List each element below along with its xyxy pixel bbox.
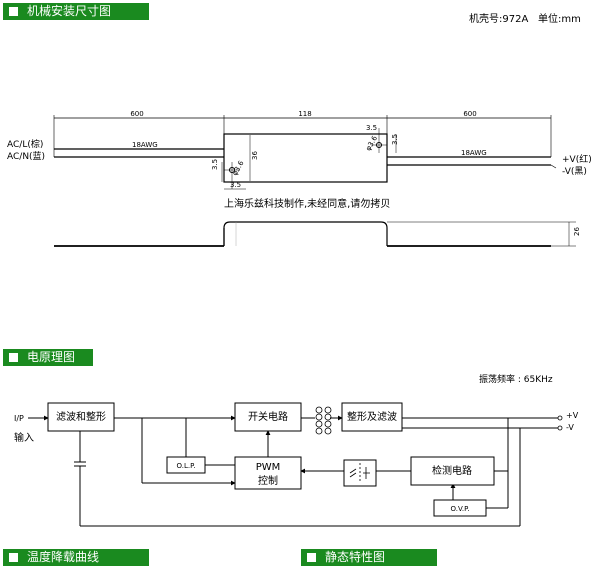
block-pwm-line1: PWM xyxy=(256,462,281,473)
input-n-label: AC/N(蓝) xyxy=(7,150,45,162)
wire-gauge-right: 18AWG xyxy=(461,149,487,157)
mechanical-side-view xyxy=(54,221,576,247)
ip-label: I/P xyxy=(14,414,24,423)
dim-right-vertical: 3.5 xyxy=(391,134,399,145)
block-pwm-line2: 控制 xyxy=(258,474,278,487)
dim-left-length: 600 xyxy=(130,110,143,118)
section-title: 电原理图 xyxy=(27,350,76,364)
section-header-circuit: 电原理图 xyxy=(3,349,93,366)
driver-body-top xyxy=(223,133,388,183)
input-l-label: AC/L(棕) xyxy=(7,138,43,150)
square-bullet-icon xyxy=(9,553,18,562)
section-title: 静态特性图 xyxy=(325,550,386,564)
output-neg-label: -V(黑) xyxy=(562,166,587,177)
output-terminals xyxy=(557,415,563,431)
dim-width: 36 xyxy=(251,151,259,160)
section-header-mechanical: 机械安装尺寸图 xyxy=(3,3,149,20)
case-number: 机壳号:972A xyxy=(469,14,529,25)
transformer-coil-icon xyxy=(315,406,332,435)
wire-gauge-left: 18AWG xyxy=(132,141,158,149)
copyright-notice: 上海乐兹科技制作,未经同意,请勿拷贝 xyxy=(224,197,390,210)
optocoupler-icon xyxy=(349,463,370,483)
dim-right-length: 600 xyxy=(463,110,476,118)
block-ovp: O.V.P. xyxy=(451,505,470,513)
output-pos-label: +V(红) xyxy=(562,153,592,165)
output-neg: -V xyxy=(566,423,574,432)
block-detect: 检测电路 xyxy=(432,464,472,477)
dim-body-length: 118 xyxy=(298,110,311,118)
circuit-blocks xyxy=(47,402,495,517)
square-bullet-icon xyxy=(9,353,18,362)
section-header-static: 静态特性图 xyxy=(301,549,437,566)
unit-label: 单位:mm xyxy=(538,14,581,25)
section-title: 机械安装尺寸图 xyxy=(27,4,112,18)
circuit-lines xyxy=(28,415,560,527)
square-bullet-icon xyxy=(307,553,316,562)
section-title: 温度降载曲线 xyxy=(27,550,100,564)
block-olp: O.L.P. xyxy=(177,462,196,470)
block-switch: 开关电路 xyxy=(248,410,288,423)
section-header-derating: 温度降载曲线 xyxy=(3,549,149,566)
dim-hole-left: φ3.6 xyxy=(231,159,246,177)
block-rectifier: 整形及滤波 xyxy=(347,410,397,423)
oscillation-frequency: 振荡频率 : 65KHz xyxy=(479,373,553,385)
square-bullet-icon xyxy=(9,7,18,16)
dim-left-horizontal: 3.5 xyxy=(230,181,241,189)
dim-right-top: 3.5 xyxy=(366,124,377,132)
dim-height: 26 xyxy=(573,227,581,236)
output-pos: +V xyxy=(566,411,579,420)
block-filter: 滤波和整形 xyxy=(56,410,106,423)
dim-left-vertical: 3.5 xyxy=(211,159,219,170)
mechanical-top-view xyxy=(53,115,557,190)
input-label: 输入 xyxy=(14,431,34,444)
